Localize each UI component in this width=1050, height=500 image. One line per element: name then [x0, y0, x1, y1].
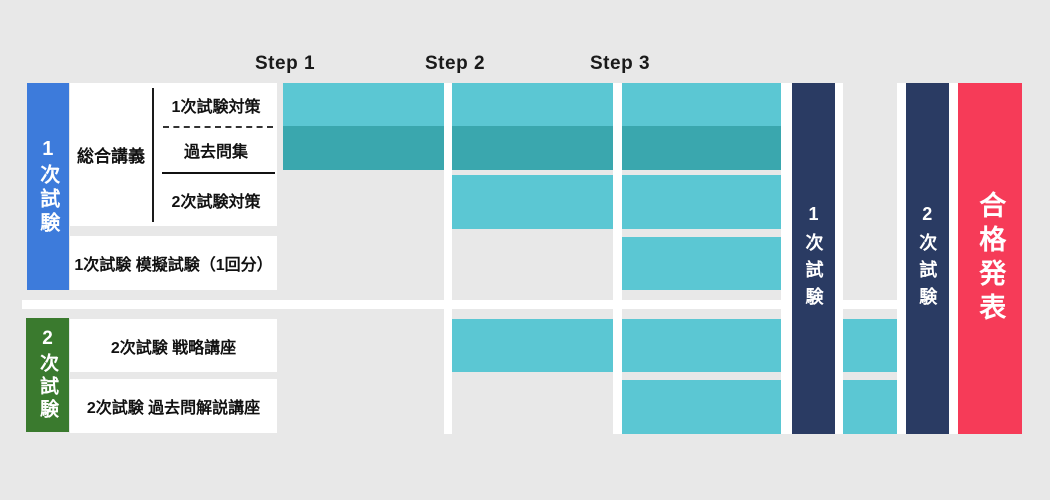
timeline-bar-taisaku1-step3 [622, 83, 781, 126]
senryaku-label: 2次試験 戦略講座 [110, 339, 237, 357]
timeline-bar-mogi-step3 [622, 236, 781, 290]
column-separator [613, 83, 622, 434]
column-separator [835, 83, 843, 434]
box-vertical-divider [152, 88, 154, 222]
first-exam-milestone-bar: 1次試験 [792, 83, 835, 434]
timeline-bar-kakomonshu-step2 [452, 125, 613, 170]
step2-header: Step 2 [425, 53, 486, 74]
mogi-box: 1次試験 模擬試験（1回分） [70, 236, 277, 290]
kakomon-kaisetsu-label: 2次試験 過去問解説講座 [86, 400, 261, 417]
step1-header: Step 1 [255, 53, 316, 74]
mogi-label: 1次試験 模擬試験（1回分） [74, 257, 273, 274]
second-exam-section-bar: 2次試験 [26, 318, 69, 432]
senryaku-box: 2次試験 戦略講座 [70, 319, 277, 372]
timeline-bar-kakomon_kaisetsu-interim [843, 380, 897, 434]
timeline-bar-taisaku2-step3 [622, 174, 781, 229]
timeline-bar-senryaku-interim [843, 319, 897, 372]
result-announcement-bar: 合格発表 [957, 83, 1022, 434]
kakomon-kaisetsu-box: 2次試験 過去問解説講座 [70, 379, 277, 433]
column-separator [780, 83, 792, 434]
result-announcement-label: 合格発表 [975, 190, 1006, 327]
taisaku2-label: 2次試験対策 [171, 194, 261, 211]
timeline-bar-senryaku-step2 [452, 319, 613, 372]
timeline-bar-kakomonshu-step3 [622, 125, 781, 170]
first-exam-section-label: 1次試験 [36, 137, 59, 236]
first-exam-section-bar: 1次試験 [27, 83, 69, 290]
timeline-bar-taisaku1-step2 [452, 83, 613, 126]
timeline-bar-kakomon_kaisetsu-step3 [622, 380, 781, 434]
timeline-bar-taisaku1-step1 [283, 83, 444, 126]
column-separator [897, 83, 906, 434]
timeline-bar-kakomonshu-step1 [283, 125, 444, 170]
dashed-divider [163, 126, 273, 128]
timeline-bar-taisaku2-step2 [452, 174, 613, 229]
first-exam-milestone-label: 1次試験 [803, 203, 824, 314]
second-exam-milestone-label: 2次試験 [917, 203, 938, 314]
timeline-bar-senryaku-step3 [622, 319, 781, 372]
section-divider-band [22, 300, 906, 309]
solid-divider [162, 172, 275, 174]
taisaku1-label: 1次試験対策 [171, 98, 261, 116]
sogo-kogi-sublist: 1次試験対策 過去問集 2次試験対策 [155, 83, 277, 226]
sogo-kogi-label: 総合講義 [77, 147, 145, 166]
column-separator [948, 83, 958, 434]
sogo-kogi-box: 総合講義 1次試験対策 過去問集 2次試験対策 [70, 83, 277, 226]
second-exam-milestone-bar: 2次試験 [906, 83, 949, 434]
second-exam-section-label: 2次試験 [37, 328, 58, 422]
column-separator [443, 83, 452, 434]
step3-header: Step 3 [590, 53, 651, 74]
kakomonshu-label: 過去問集 [183, 144, 248, 161]
